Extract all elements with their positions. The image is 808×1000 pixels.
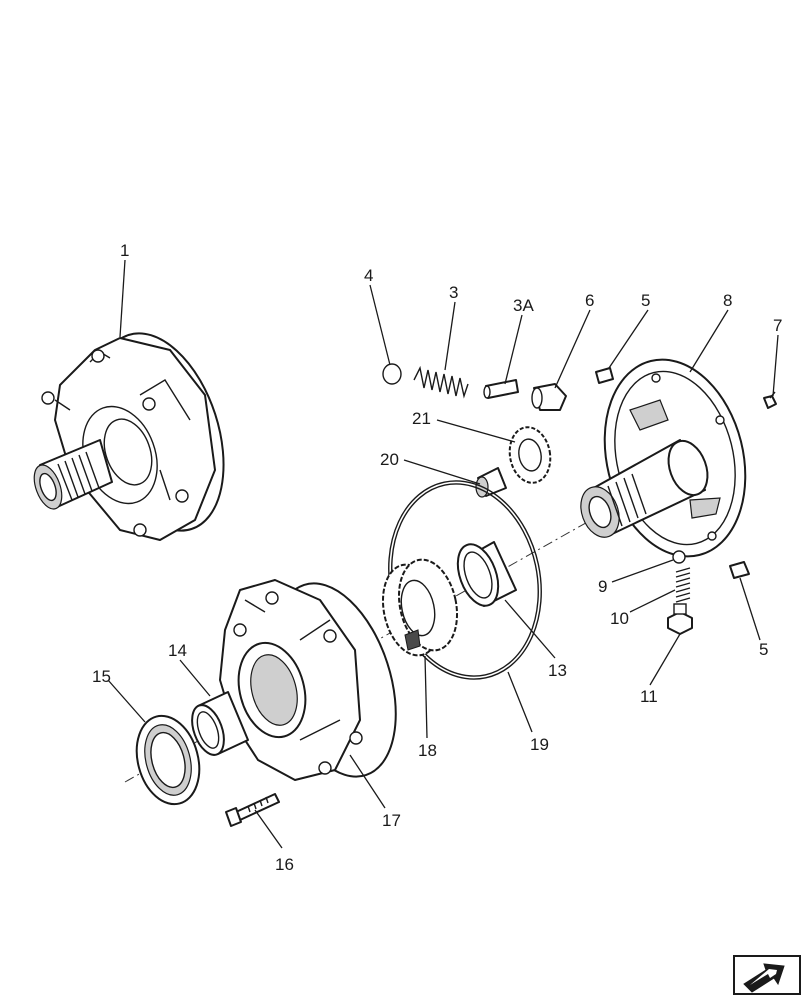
leader-lines [107, 259, 779, 849]
callout-15: 15 [92, 667, 111, 686]
callout-9: 9 [598, 577, 607, 596]
part-14-bushing [191, 691, 249, 756]
callout-16: 16 [275, 855, 294, 874]
part-13-bushing-ring [456, 541, 517, 607]
callout-8: 8 [723, 291, 732, 310]
center-axis [124, 514, 601, 783]
callout-5-lower: 5 [759, 640, 768, 659]
part-1-pump-body [33, 332, 225, 541]
part-4-ring [382, 363, 402, 385]
part-11-plug [667, 603, 693, 635]
callout-21: 21 [412, 409, 431, 428]
callout-19: 19 [530, 735, 549, 754]
part-10-spring [675, 567, 691, 603]
part-3-spring [413, 365, 469, 399]
part-8-stator-shaft [580, 358, 747, 558]
callout-7: 7 [773, 316, 782, 335]
callout-6: 6 [585, 291, 594, 310]
part-15-seal [135, 714, 201, 806]
callout-13: 13 [548, 661, 567, 680]
part-21-gear [508, 426, 552, 484]
callout-10: 10 [610, 609, 629, 628]
part-16-bolt [225, 793, 280, 827]
part-5-dowel-lower [729, 561, 750, 579]
callout-11: 11 [640, 687, 658, 706]
part-17-pump-housing [219, 579, 397, 781]
part-5-dowel-upper [595, 367, 614, 384]
callout-20: 20 [380, 450, 399, 469]
part-7-screw [763, 391, 777, 409]
callout-3a: 3A [513, 296, 534, 315]
callout-1: 1 [120, 241, 129, 260]
next-page-nav[interactable] [733, 955, 801, 995]
next-page-arrow-icon [743, 963, 785, 993]
callout-14: 14 [168, 641, 187, 660]
callout-5-upper: 5 [641, 291, 650, 310]
part-9-ball [672, 550, 686, 564]
part-20-bushing [475, 467, 507, 498]
part-6-valve [531, 383, 567, 411]
callout-17: 17 [382, 811, 401, 830]
callout-18: 18 [418, 741, 437, 760]
callout-4: 4 [364, 266, 373, 285]
part-3a-pin [483, 379, 519, 399]
part-18-drive-gear [381, 558, 459, 657]
callout-3: 3 [449, 283, 458, 302]
